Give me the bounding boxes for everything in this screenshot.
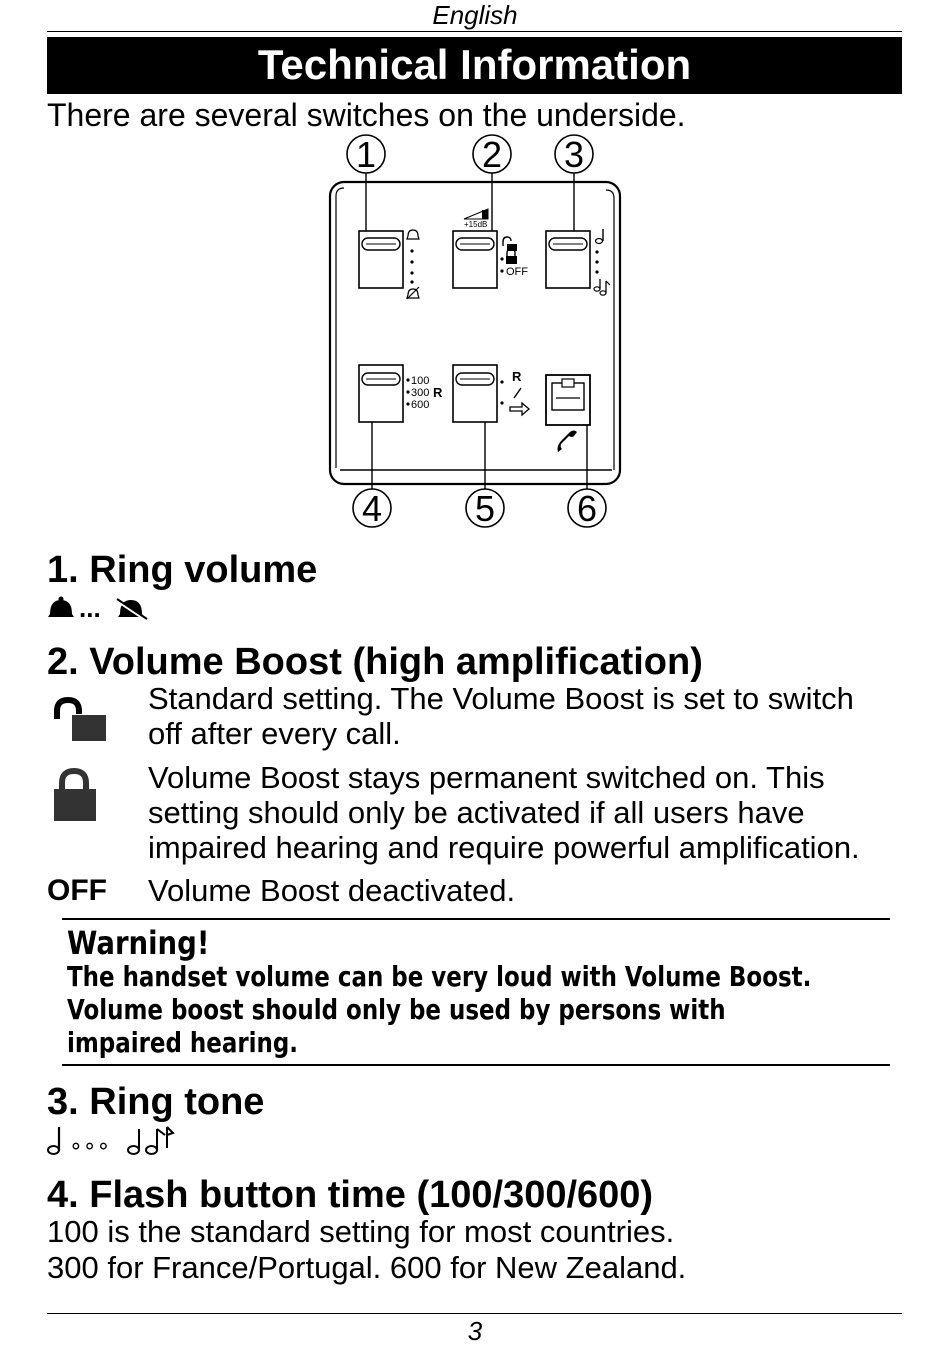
bell-muted-icon [406,286,420,300]
bell-icon [48,596,74,617]
note-double-icon [127,1126,175,1155]
flash-line-2: 300 for France/Portugal. 600 for New Zea… [47,1250,687,1285]
callout-2-number: 2 [482,134,502,175]
ring-volume-dots: ... [79,593,101,622]
switch-panel-diagram: 1 2 3 4 5 6 [328,134,622,529]
arrow-outline-icon [509,401,530,417]
language-label: English [432,0,518,30]
warning-line-3: impaired hearing. [67,1026,299,1059]
header-rule [47,31,902,32]
ring-volume-heading: 1. Ring volume [47,549,318,591]
callout-6-number: 6 [577,488,597,529]
flash-line-1: 100 is the standard setting for most cou… [47,1214,675,1249]
ring-tone-dots: ∘∘∘ [69,1134,110,1158]
switch-5-r-mode [452,364,498,423]
warning-bottom-rule [62,1064,890,1066]
callout-4-number: 4 [362,488,382,529]
ring-tone-heading: 3. Ring tone [47,1081,265,1123]
switch-4-flash-time [358,364,404,423]
switch-2-volume-boost [452,230,498,289]
lock-open-icon [54,697,106,741]
lock-closed-icon [506,248,517,264]
note-single-icon [594,229,604,245]
flash-100-label: 100 [411,375,429,387]
bell-muted-icon [115,598,148,622]
flash-heading: 4. Flash button time (100/300/600) [47,1174,654,1216]
bell-icon [406,229,420,240]
handset-icon [557,430,577,452]
page-title: Technical Information [47,37,902,94]
switch-2-off-label: OFF [506,266,528,278]
volume-ramp-icon [463,208,489,220]
boost-permanent-line-2: setting should only be activated if all … [148,795,805,830]
warning-line-1: The handset volume can be very loud with… [67,960,812,993]
boost-permanent-line-3: impaired hearing and require powerful am… [148,830,860,865]
footer-rule [47,1313,902,1314]
warning-title: Warning! [67,924,210,962]
callout-5-number: 5 [475,488,495,529]
volume-boost-db-label: +15dB [464,220,487,229]
boost-standard-line-2: off after every call. [148,716,401,751]
flash-300-label: 300 [411,387,429,399]
boost-standard-line-1: Standard setting. The Volume Boost is se… [148,681,854,716]
note-single-icon [47,1127,61,1155]
phone-jack-icon [545,374,591,426]
ring-tone-symbols: ∘∘∘ [47,1124,187,1159]
warning-line-2: Volume boost should only be used by pers… [67,993,726,1026]
flash-r-label: R [433,385,443,400]
switch-5-r-label: R [512,369,522,384]
switch-1-ring-volume [358,230,404,289]
intro-text: There are several switches on the unders… [47,97,686,133]
lock-closed-icon [54,767,96,821]
ring-volume-symbols: ... [47,592,157,623]
volume-boost-heading: 2. Volume Boost (high amplification) [47,641,703,683]
boost-permanent-line-1: Volume Boost stays permanent switched on… [148,760,825,795]
warning-top-rule [62,918,890,920]
boost-off-label: OFF [47,874,107,907]
note-double-icon [593,279,611,296]
switch-3-ring-tone [545,230,591,289]
flash-600-label: 600 [411,399,429,411]
callout-1-number: 1 [356,134,376,175]
boost-off-text: Volume Boost deactivated. [148,873,516,908]
page-number: 3 [467,1316,483,1346]
lock-open-icon [502,236,517,251]
callout-3-number: 3 [564,134,584,175]
